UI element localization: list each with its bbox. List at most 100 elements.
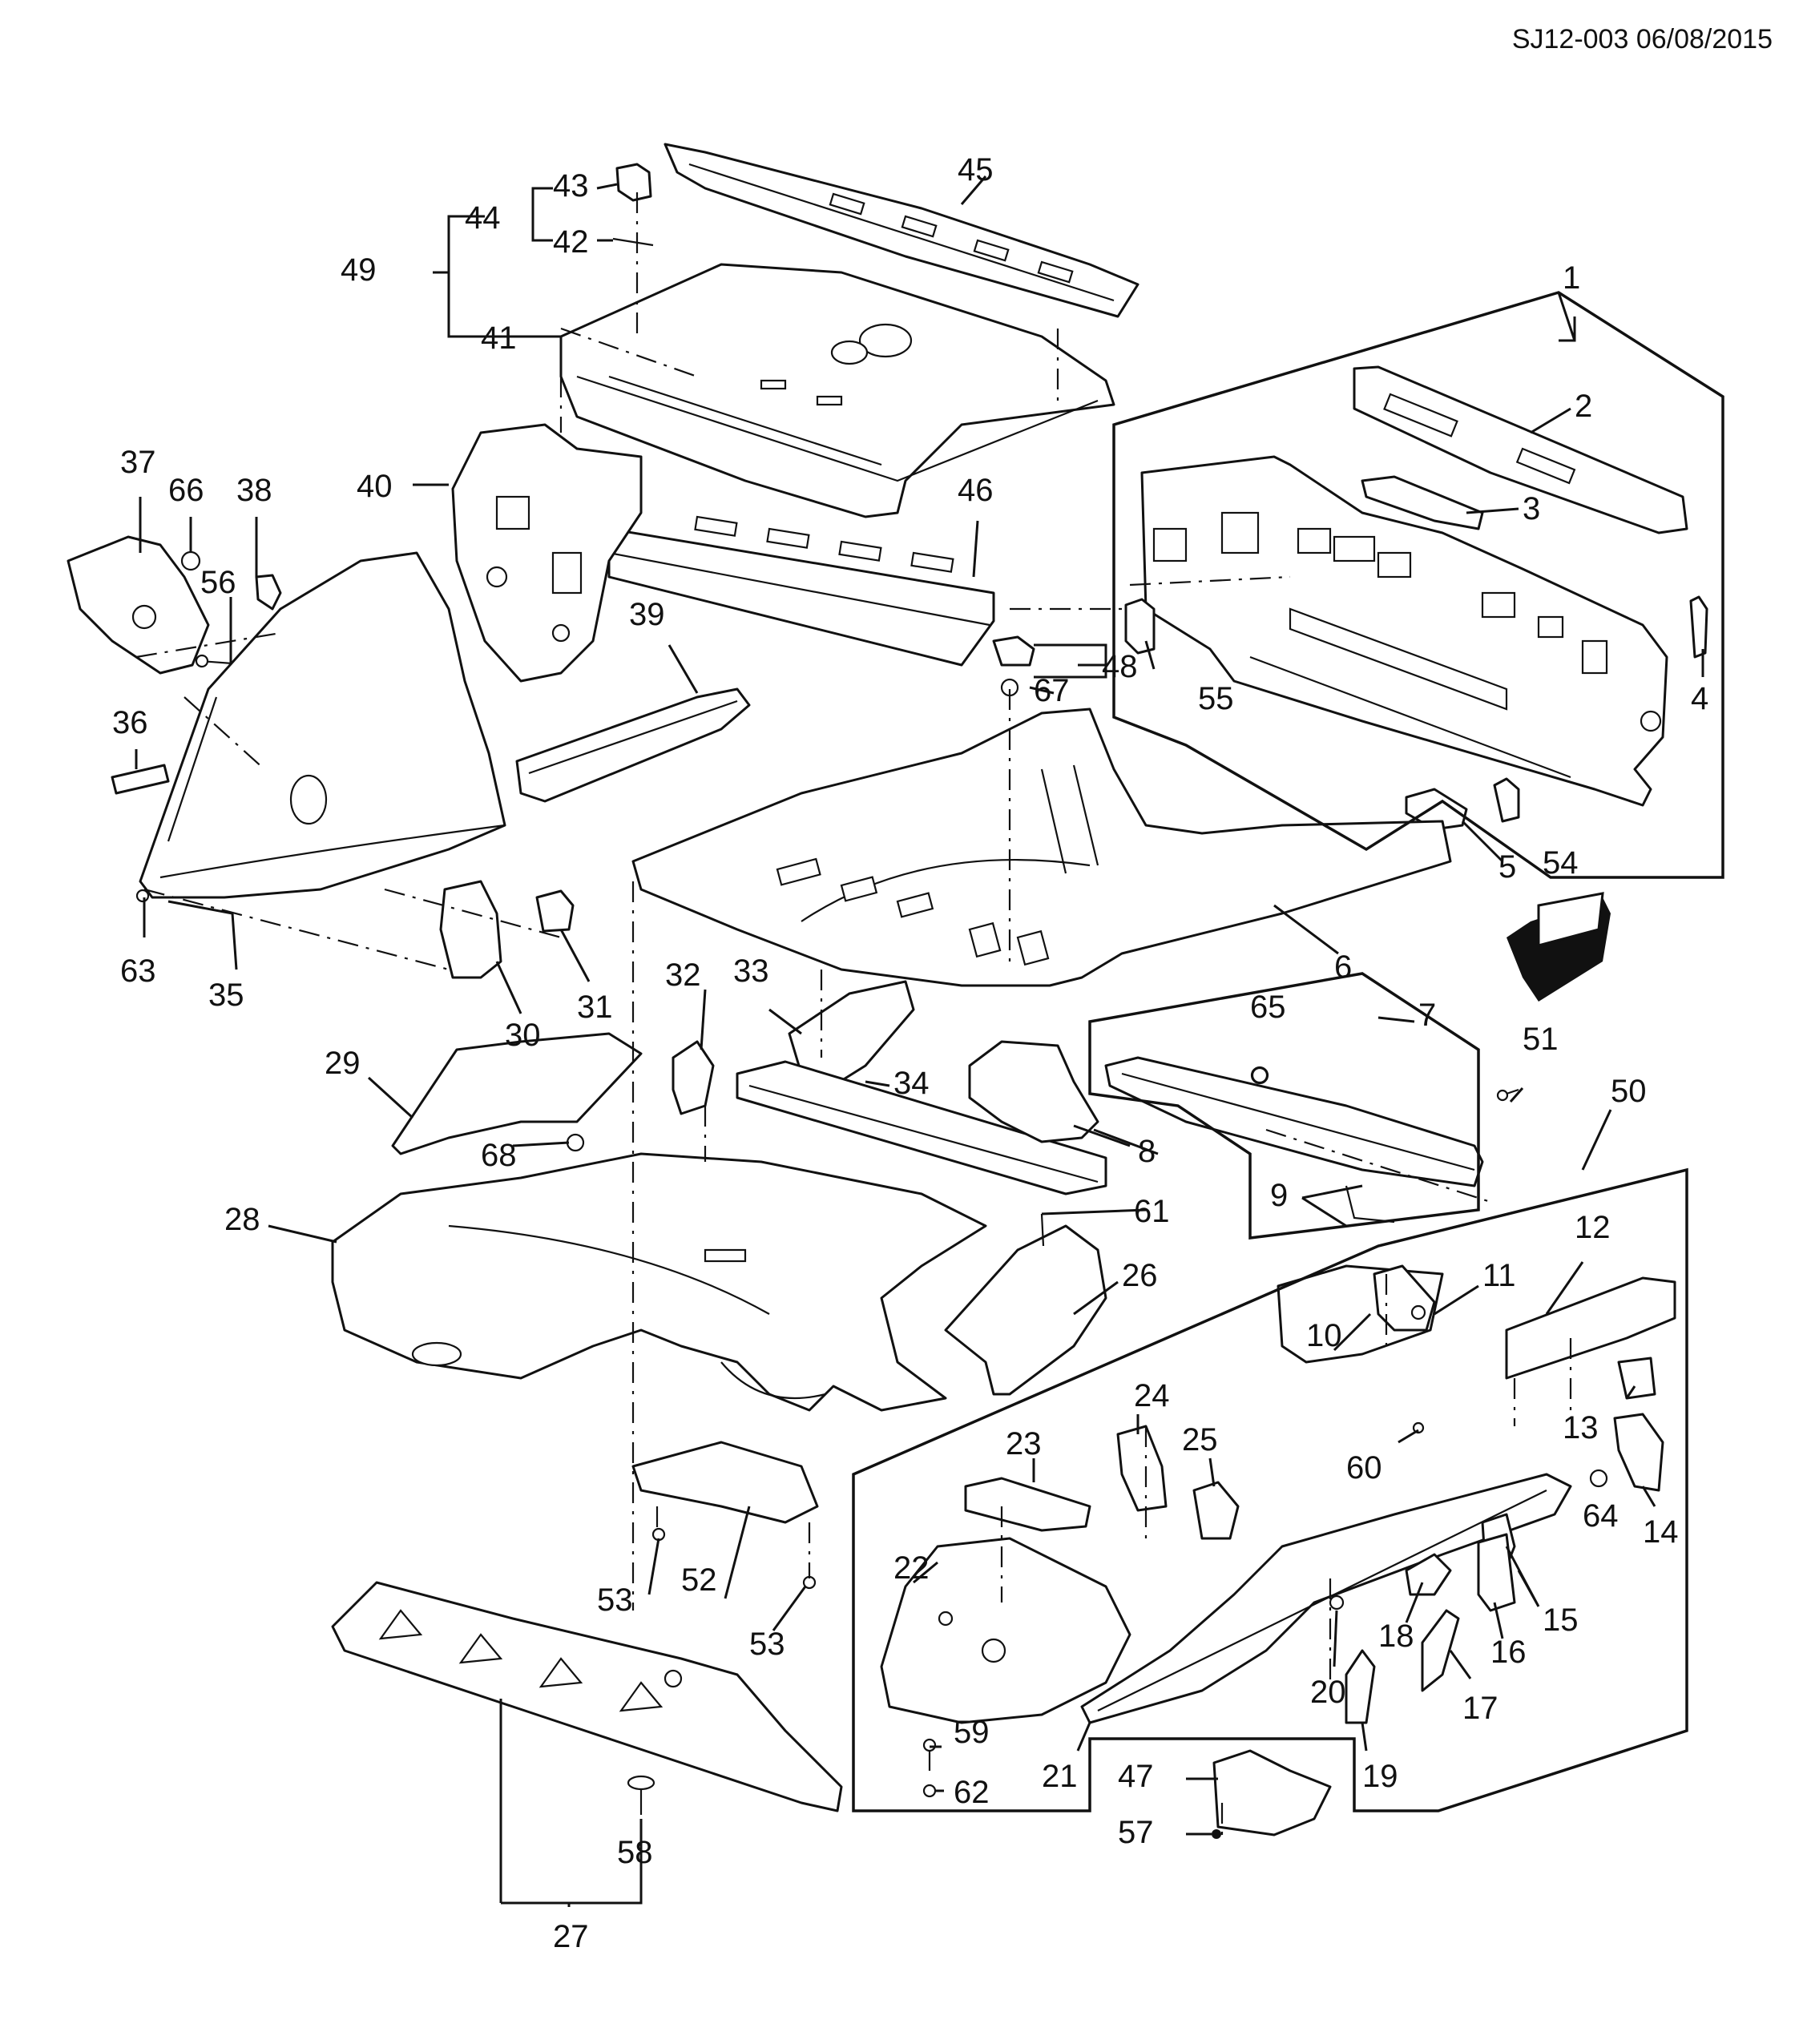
- part-36-bracket: [111, 764, 170, 795]
- callout-58: 58: [617, 1835, 653, 1870]
- part-30-bracket: [439, 880, 502, 979]
- callout-30: 30: [505, 1018, 541, 1053]
- part-40-pillar-inner: [451, 423, 643, 683]
- part-2-reinforcement: [1353, 365, 1688, 534]
- callout-11: 11: [1482, 1258, 1516, 1293]
- part-53-nut-b: [802, 1575, 817, 1590]
- callout-19: 19: [1362, 1759, 1398, 1794]
- callout-49: 49: [341, 252, 377, 288]
- callout-53a: 53: [597, 1582, 633, 1618]
- part-68-nut: [566, 1133, 585, 1152]
- callout-32: 32: [665, 957, 701, 993]
- part-63-clip: [135, 889, 150, 903]
- callout-17: 17: [1462, 1691, 1498, 1726]
- callout-52: 52: [681, 1562, 717, 1598]
- part-31-hinge: [535, 889, 575, 933]
- callout-35: 35: [208, 978, 244, 1013]
- part-35-wheelhouse: [139, 551, 506, 899]
- parts-layer: [67, 143, 1708, 1839]
- callout-59: 59: [954, 1715, 990, 1750]
- callout-9: 9: [1270, 1178, 1288, 1213]
- callout-2: 2: [1575, 389, 1592, 424]
- part-53-nut-a: [651, 1527, 666, 1542]
- part-48-bracket: [992, 635, 1035, 697]
- part-1-rear-end-panel: [1140, 455, 1668, 807]
- part-28-floor-panel: [331, 1152, 987, 1412]
- callout-33: 33: [733, 953, 769, 989]
- part-46-cross-member: [607, 515, 995, 667]
- part-18-bracket: [1405, 1553, 1452, 1596]
- part-11-bracket: [1373, 1264, 1436, 1332]
- part-21-longitudinal: [1080, 1473, 1572, 1724]
- callout-66: 66: [168, 473, 204, 508]
- callout-64: 64: [1583, 1498, 1619, 1534]
- part-5-hinge-bracket: [1405, 788, 1468, 831]
- part-56-bolt: [195, 654, 233, 668]
- part-16-bracket: [1477, 1533, 1516, 1612]
- part-66-nut: [180, 550, 201, 571]
- part-57-screw: [1212, 1829, 1221, 1839]
- callout-3: 3: [1523, 491, 1540, 526]
- callout-15: 15: [1543, 1603, 1579, 1638]
- part-54-bracket: [1493, 777, 1520, 823]
- callout-8: 8: [1138, 1134, 1156, 1169]
- part-22-inner-panel: [880, 1537, 1131, 1724]
- part-14-bracket: [1613, 1413, 1664, 1492]
- callout-45: 45: [958, 152, 994, 187]
- part-34-cross-member: [736, 1060, 1107, 1195]
- part-55-bracket: [1124, 598, 1156, 655]
- part-58-push-pin: [627, 1775, 655, 1815]
- part-13-bracket: [1617, 1357, 1656, 1400]
- part-6-rear-floor: [631, 708, 1452, 987]
- callout-25: 25: [1182, 1422, 1218, 1457]
- callout-53b: 53: [749, 1627, 785, 1662]
- part-51-bolt: [1496, 1088, 1519, 1102]
- callout-41: 41: [481, 321, 517, 356]
- callout-46: 46: [958, 473, 994, 508]
- part-17-bracket: [1421, 1609, 1460, 1692]
- callout-14: 14: [1643, 1514, 1679, 1550]
- part-41-rear-shelf: [559, 263, 1115, 518]
- callout-44: 44: [465, 200, 501, 236]
- part-26-bracket: [944, 1224, 1107, 1396]
- callout-16: 16: [1490, 1635, 1527, 1670]
- callout-67: 67: [1034, 673, 1070, 708]
- part-37-bracket: [67, 535, 210, 675]
- callout-10: 10: [1306, 1318, 1342, 1353]
- callout-57: 57: [1118, 1815, 1154, 1850]
- callout-5: 5: [1498, 849, 1516, 885]
- callout-42: 42: [553, 224, 589, 260]
- part-52-lower-panel: [631, 1441, 819, 1524]
- callout-40: 40: [357, 469, 393, 504]
- callout-63: 63: [120, 953, 156, 989]
- callout-68: 68: [481, 1138, 517, 1173]
- callout-43: 43: [553, 168, 589, 204]
- callout-6: 6: [1334, 949, 1352, 985]
- part-23-bracket: [964, 1477, 1091, 1532]
- part-19-bracket: [1345, 1649, 1376, 1724]
- callout-55: 55: [1198, 681, 1234, 716]
- alignment-lines: [135, 192, 1572, 1835]
- callout-54: 54: [1543, 845, 1579, 881]
- assembly-box-1: [1112, 291, 1724, 879]
- callout-56: 56: [200, 565, 236, 600]
- callout-50: 50: [1611, 1074, 1647, 1109]
- callout-65: 65: [1250, 990, 1286, 1025]
- callout-13: 13: [1563, 1410, 1599, 1445]
- part-45-upper-rail: [664, 143, 1139, 318]
- part-42-pin: [612, 237, 654, 247]
- part-27-lower-cross-panel: [331, 1581, 843, 1812]
- callout-38: 38: [236, 473, 272, 508]
- callout-27: 27: [553, 1919, 589, 1954]
- part-65-nut: [1251, 1066, 1269, 1084]
- part-8-bracket: [968, 1040, 1099, 1143]
- callout-37: 37: [120, 445, 156, 480]
- callout-61: 61: [1134, 1194, 1170, 1229]
- callout-21: 21: [1042, 1759, 1078, 1794]
- part-25-bracket: [1192, 1481, 1240, 1540]
- part-12-rail-cover: [1505, 1276, 1676, 1380]
- callout-47: 47: [1118, 1759, 1154, 1794]
- leader-lines: [135, 175, 1704, 1907]
- callout-1: 1: [1563, 260, 1580, 296]
